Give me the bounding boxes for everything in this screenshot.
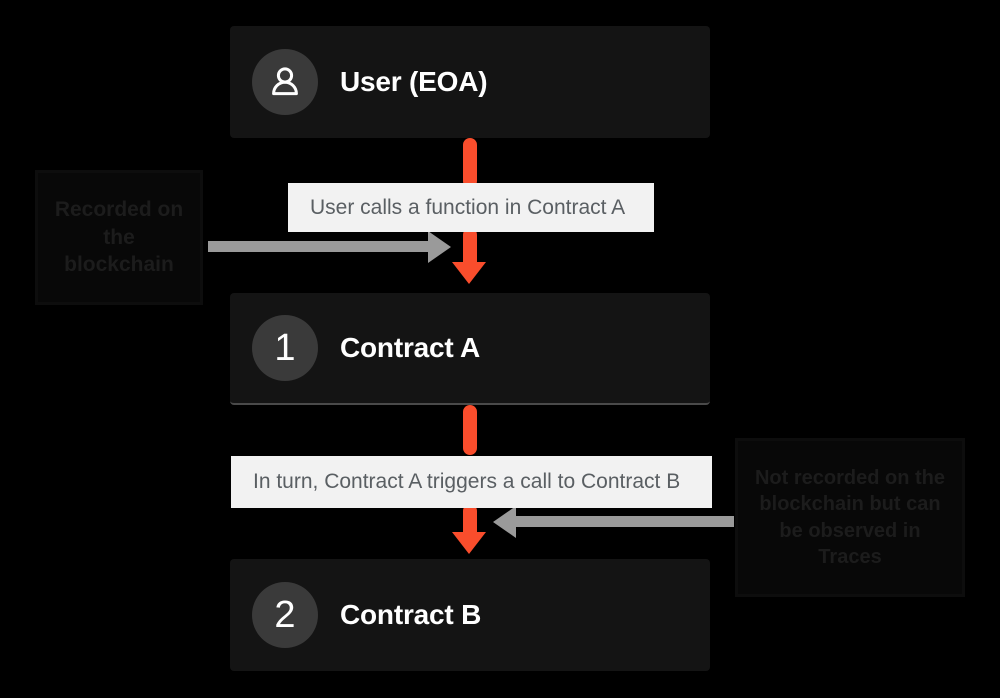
step-number-badge: 2 <box>252 582 318 648</box>
arrow-contract-a-to-b-stem-upper <box>463 405 477 455</box>
connector-not-recorded-arrowhead-icon <box>493 506 516 538</box>
connector-not-recorded-stem <box>516 516 734 527</box>
arrow-user-to-contract-a-stem-upper <box>463 138 477 188</box>
step-number-badge: 1 <box>252 315 318 381</box>
node-contract-a-label: Contract A <box>340 332 481 363</box>
node-user[interactable]: User (EOA) <box>230 26 710 138</box>
node-contract-b-label: Contract B <box>340 599 482 630</box>
connector-recorded-arrowhead-icon <box>428 231 451 263</box>
arrow-user-to-contract-a-head <box>452 262 486 284</box>
connector-recorded-stem <box>208 241 430 252</box>
node-contract-b[interactable]: 2 Contract B <box>230 559 710 671</box>
node-contract-a[interactable]: 1 Contract A <box>230 293 710 405</box>
arrow-user-to-contract-a-stem-lower <box>463 228 477 272</box>
user-avatar-badge <box>252 49 318 115</box>
node-user-label: User (EOA) <box>340 66 488 97</box>
arrow-contract-a-to-b-head <box>452 532 486 554</box>
annotation-not-recorded-traces: Not recorded on the blockchain but can b… <box>735 438 965 597</box>
caption-contract-a-to-contract-b: In turn, Contract A triggers a call to C… <box>231 456 712 508</box>
caption-user-to-contract-a: User calls a function in Contract A <box>288 183 654 232</box>
annotation-recorded-on-blockchain: Recorded on the blockchain <box>35 170 203 305</box>
user-icon <box>265 62 305 102</box>
